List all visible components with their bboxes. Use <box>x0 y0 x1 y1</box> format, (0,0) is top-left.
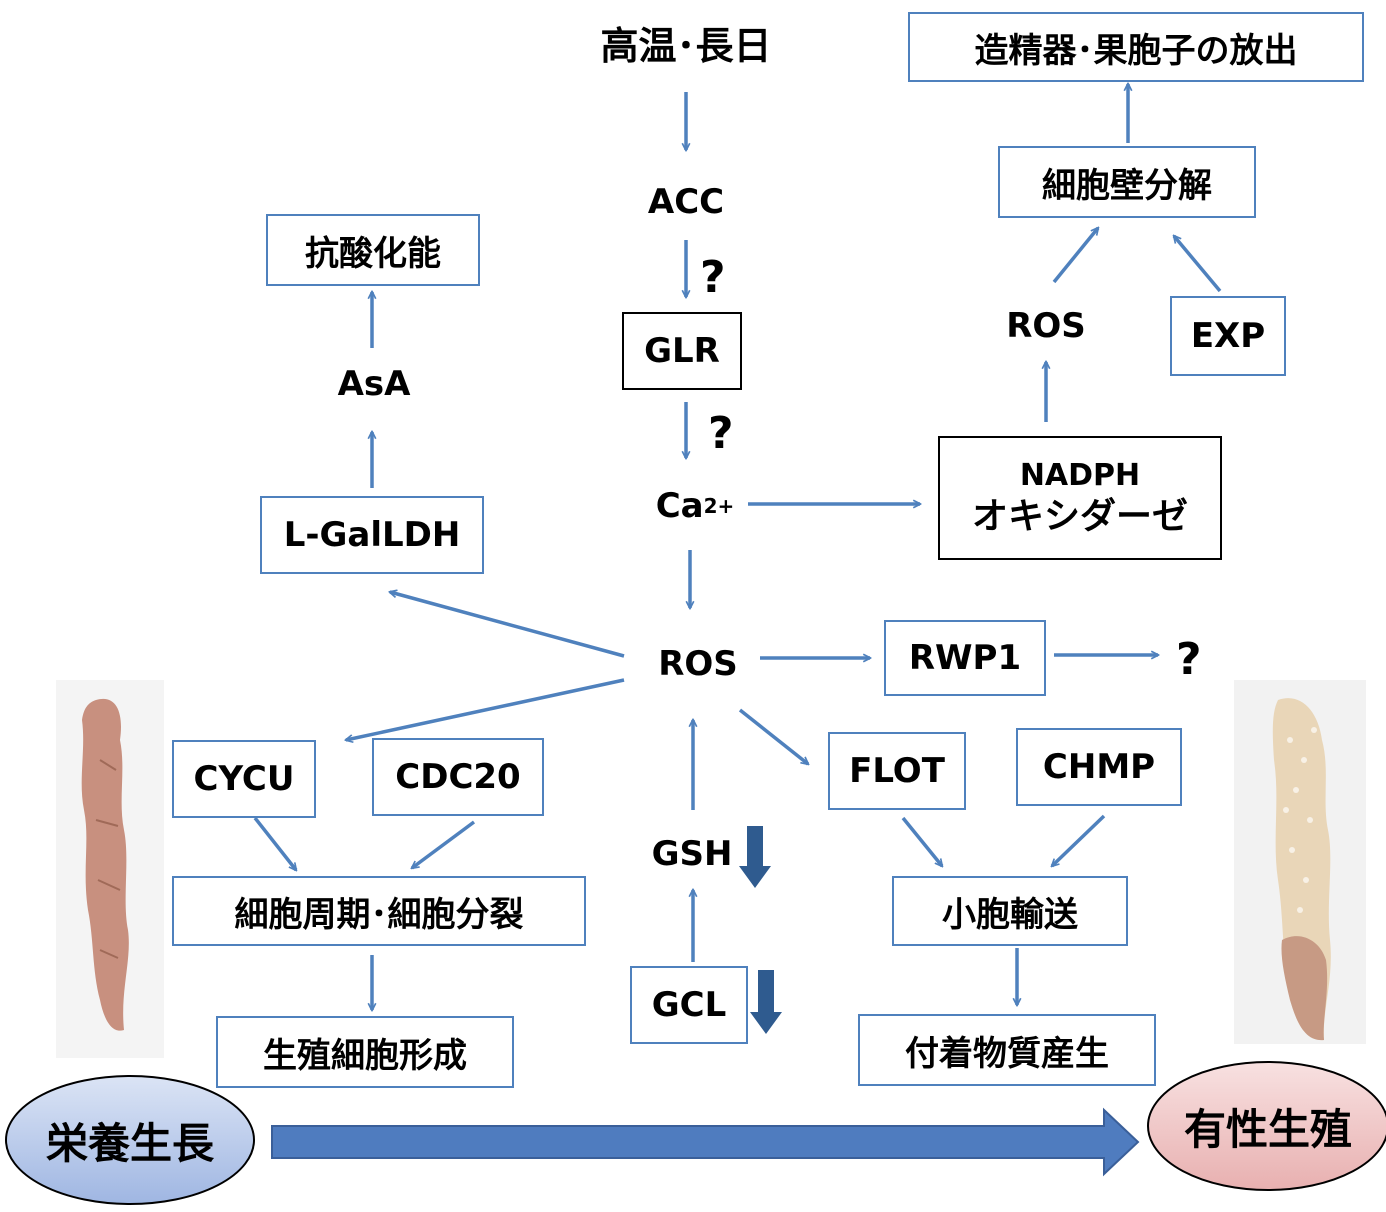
flot-box: FLOT <box>828 732 966 810</box>
rwp1-box: RWP1 <box>884 620 1046 696</box>
sexual-thallus-photo <box>1234 680 1366 1044</box>
question-mark-acc-glr: ? <box>700 252 726 303</box>
nadph-label: NADPH <box>1019 457 1141 493</box>
sexual-ellipse <box>1147 1061 1386 1191</box>
question-mark-rwp1: ? <box>1176 634 1202 685</box>
decrease-arrow-gcl <box>750 970 782 1034</box>
vegetative-thallus-photo <box>56 680 164 1058</box>
oxidase-label: オキシダーゼ <box>971 496 1188 538</box>
arrow-ros-to-cycu <box>346 678 625 740</box>
cell-cycle-box: 細胞周期･細胞分裂 <box>172 876 586 946</box>
glr-box: GLR <box>622 312 742 390</box>
arrow-exp-to-cellwall <box>1174 236 1222 293</box>
ros-center-label: ROS <box>658 644 738 684</box>
chmp-box: CHMP <box>1016 728 1182 806</box>
gcl-box: GCL <box>630 966 748 1044</box>
arrow-cdc20-to-cellcycle <box>412 820 476 868</box>
lgalldh-box: L-GalLDH <box>260 496 484 574</box>
sexual-reproduction-label: 有性生殖 <box>1183 1104 1352 1154</box>
arrow-chmp-to-vesicle <box>1052 814 1106 866</box>
asa-label: AsA <box>337 364 411 404</box>
adhesive-box: 付着物質産生 <box>858 1014 1156 1086</box>
vegetative-growth-label: 栄養生長 <box>45 1118 214 1168</box>
exp-box: EXP <box>1170 296 1286 376</box>
release-box: 造精器･果胞子の放出 <box>908 12 1364 82</box>
vegetative-ellipse <box>5 1075 255 1205</box>
ros-upper-label: ROS <box>1006 306 1086 346</box>
cdc20-box: CDC20 <box>372 738 544 816</box>
cell-wall-box: 細胞壁分解 <box>998 146 1256 218</box>
arrow-ros-to-cellwall <box>1052 228 1098 284</box>
arrow-flot-to-vesicle <box>901 816 942 866</box>
nadph-oxidase-box: NADPH オキシダーゼ <box>938 436 1222 560</box>
cycu-box: CYCU <box>172 740 316 818</box>
heat-longday-label: 高温･長日 <box>600 23 772 68</box>
arrow-ros-to-lgalldh <box>390 592 625 658</box>
question-mark-glr-ca: ? <box>708 408 734 459</box>
antioxidant-box: 抗酸化能 <box>266 214 480 286</box>
vesicle-box: 小胞輸送 <box>892 876 1128 946</box>
decrease-arrow-gsh <box>739 826 771 888</box>
arrow-ros-to-flot <box>738 708 808 764</box>
acc-label: ACC <box>647 182 725 222</box>
gsh-label: GSH <box>651 834 733 874</box>
development-arrow <box>271 1107 1140 1177</box>
arrow-cycu-to-cellcycle <box>253 816 296 870</box>
germ-cell-box: 生殖細胞形成 <box>216 1016 514 1088</box>
